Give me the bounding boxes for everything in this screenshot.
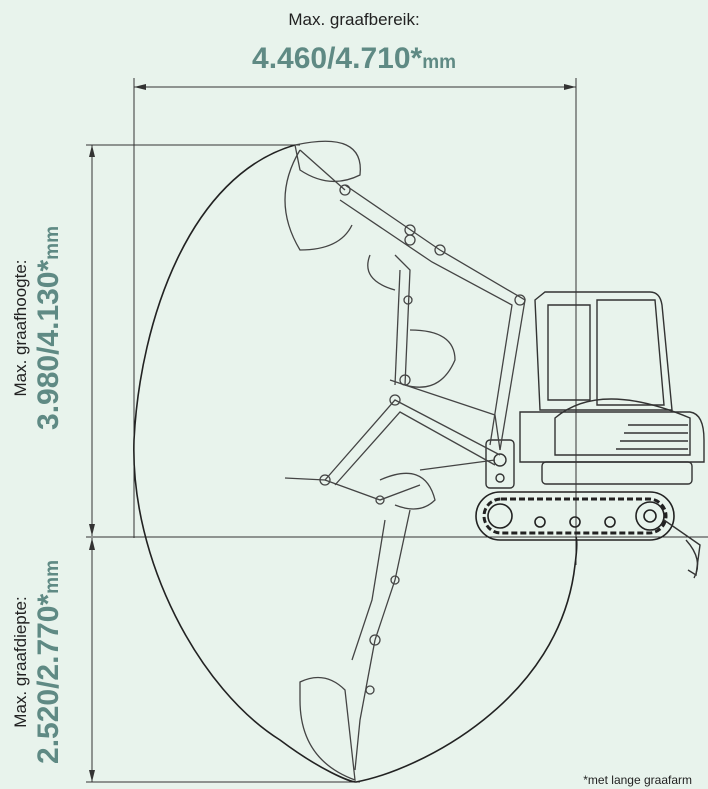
pin-depth-1 [369, 634, 381, 646]
arm-position-max-reach [284, 394, 501, 510]
cab-door [596, 299, 665, 406]
reach-label: Max. graafbereik: [288, 10, 420, 29]
pin-reach-2 [389, 394, 401, 406]
pin-depth-2 [365, 685, 375, 695]
arrow-depth-top [89, 538, 95, 550]
depth-value: 2.520/2.770*mm [32, 542, 70, 782]
height-value: 3.980/4.130*mm [32, 208, 70, 448]
swing-bracket [485, 439, 515, 489]
arm-reach-cylinder [419, 459, 496, 471]
arrow-height-bottom [89, 524, 95, 536]
counterweight [541, 461, 693, 485]
depth-number: 2.520/2.770 [32, 605, 65, 764]
height-star: * [32, 259, 65, 272]
reach-unit: mm [422, 52, 456, 73]
bucket-high [294, 140, 361, 183]
boom-mid [389, 379, 501, 451]
roller-2 [569, 516, 581, 528]
footnote: *met lange graafarm [583, 773, 692, 787]
reach-value: 4.460/4.710*mm [0, 42, 708, 80]
boom-depth [374, 509, 411, 641]
boom-pivot [493, 453, 507, 467]
arm-position-max-depth [299, 509, 411, 781]
track-outer [475, 491, 675, 541]
upper-body [519, 411, 705, 463]
boom-high-inner [339, 199, 513, 446]
dozer-blade [663, 519, 701, 579]
pin-mid-1 [399, 374, 411, 386]
excavator-body [519, 291, 705, 485]
depth-star: * [32, 593, 65, 606]
arm-depth-inner [351, 519, 386, 661]
cab-window [547, 304, 591, 401]
dimension-lines [86, 78, 708, 783]
depth-unit: mm [42, 560, 63, 594]
reach-number: 4.460/4.710 [252, 42, 411, 75]
arm-reach [324, 479, 421, 501]
height-label: Max. graafhoogte: [11, 259, 30, 397]
boom-reach-inner [334, 411, 496, 486]
bucket-reach [379, 472, 436, 510]
engine-cover [554, 398, 691, 456]
blade [685, 539, 699, 579]
arrow-reach-right [564, 84, 576, 90]
crawler-track [475, 491, 675, 541]
bucket-mid-alt [367, 254, 396, 291]
arm-mid [394, 254, 411, 386]
height-unit: mm [42, 226, 63, 260]
pin-high-3 [434, 244, 446, 256]
bucket-mid [404, 329, 456, 388]
arm-mid-inner [394, 269, 401, 386]
bucket-depth [299, 676, 356, 781]
pin-depth-3 [390, 575, 400, 585]
digging-envelope [133, 144, 578, 783]
pin-mid-3 [404, 234, 416, 246]
pin-high-4 [514, 294, 526, 306]
cylinder-pivot [495, 473, 505, 483]
roller-3 [604, 516, 616, 528]
arrow-depth-bottom [89, 770, 95, 782]
arm-depth [354, 639, 376, 771]
idler-wheel [487, 503, 513, 529]
boom-reach [284, 399, 501, 481]
bucket-high-alt [284, 149, 353, 251]
roller-1 [534, 516, 546, 528]
reach-star: * [410, 42, 423, 75]
blade-arm [663, 519, 701, 577]
pin-reach-1 [319, 474, 331, 486]
arrowheads [89, 84, 576, 782]
cab-outline [534, 291, 673, 411]
boom-base [485, 439, 515, 489]
height-label-block: Max. graafhoogte: 3.980/4.130*mm [10, 208, 70, 448]
track-inner [482, 497, 668, 535]
pin-mid-2 [403, 295, 413, 305]
arrow-reach-left [134, 84, 146, 90]
arrow-height-top [89, 145, 95, 157]
sprocket-hub [643, 509, 657, 523]
pin-high-1 [339, 184, 351, 196]
grille [616, 424, 688, 450]
arm-high [299, 149, 346, 191]
pin-reach-3 [375, 495, 385, 505]
arm-position-max-height [284, 140, 526, 451]
boom-high [344, 184, 526, 451]
height-number: 3.980/4.130 [32, 271, 65, 430]
depth-label-block: Max. graafdiepte: 2.520/2.770*mm [10, 542, 70, 782]
depth-label: Max. graafdiepte: [11, 596, 30, 728]
drive-sprocket [635, 501, 665, 531]
arm-position-mid [367, 234, 501, 451]
